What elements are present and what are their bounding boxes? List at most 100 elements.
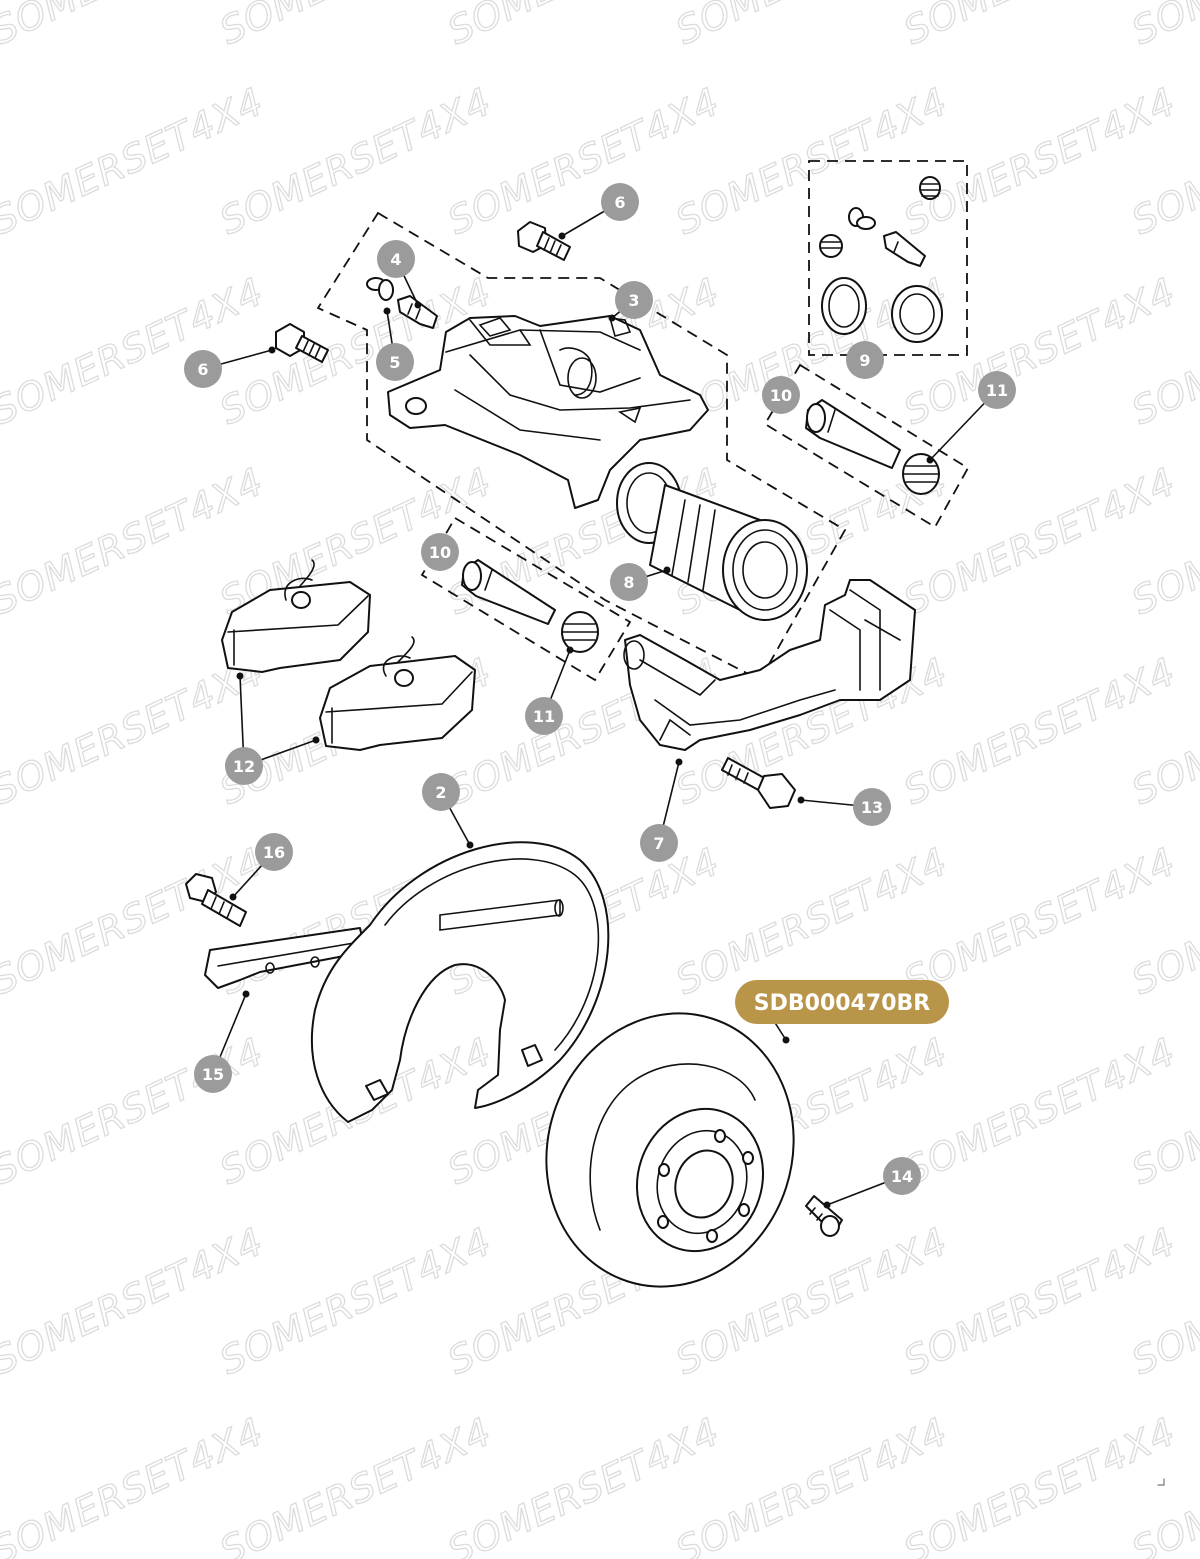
leader-dot xyxy=(268,346,276,354)
callout-label: 9 xyxy=(859,351,870,370)
guide-pin-boot-lower xyxy=(561,611,599,653)
caliper-carrier xyxy=(623,579,916,751)
callout-circle xyxy=(377,240,415,278)
leader-dot xyxy=(566,646,574,654)
leader-dot xyxy=(675,758,683,766)
caliper-housing xyxy=(387,315,709,509)
callout-label: 10 xyxy=(429,543,451,562)
brake-pad-front xyxy=(319,636,476,751)
callout-circle xyxy=(883,1157,921,1195)
callout-15: 15 xyxy=(194,1055,232,1093)
leader-dot xyxy=(236,672,244,680)
bleed-screw-cap xyxy=(366,277,394,301)
callout-layer: 6 6 4 5 3 9 10 11 10 8 11 12 2 7 13 16 15 14 xyxy=(184,183,1016,1195)
caliper-bolt-left xyxy=(275,323,329,363)
callout-label: 10 xyxy=(770,386,792,405)
leader-dot xyxy=(466,841,474,849)
caliper-piston xyxy=(616,462,808,621)
callout-16: 16 xyxy=(255,833,293,871)
callout-11: 11 xyxy=(978,371,1016,409)
callout-label: 16 xyxy=(263,843,285,862)
callout-label: 4 xyxy=(390,250,401,269)
callout-7: 7 xyxy=(640,824,678,862)
callout-9: 9 xyxy=(846,341,884,379)
callout-circle xyxy=(194,1055,232,1093)
leader-dot xyxy=(229,893,237,901)
leader-dot xyxy=(242,990,250,998)
callout-6: 6 xyxy=(601,183,639,221)
reference-badge-background xyxy=(735,980,949,1024)
reference-code: SDB000470BR xyxy=(754,991,930,1016)
callout-circle xyxy=(762,376,800,414)
watermark-text: SOMERSET4X4 xyxy=(1125,0,1200,53)
callout-circle xyxy=(610,563,648,601)
callout-label: 11 xyxy=(533,707,555,726)
callout-10: 10 xyxy=(421,533,459,571)
carrier-bolt xyxy=(721,757,796,809)
callout-label: 7 xyxy=(653,834,664,853)
leader-dot xyxy=(797,796,805,804)
callout-4: 4 xyxy=(377,240,415,278)
callout-label: 15 xyxy=(202,1065,224,1084)
brake-disc xyxy=(545,1012,795,1288)
seal-kit-dashed-box xyxy=(808,160,968,356)
callout-label: 8 xyxy=(623,573,634,592)
callout-label: 6 xyxy=(614,193,625,212)
reference-badge: SDB000470BR xyxy=(735,980,949,1044)
callout-circle xyxy=(421,533,459,571)
callout-2: 2 xyxy=(422,773,460,811)
callout-circle xyxy=(601,183,639,221)
leader-dot xyxy=(383,307,391,315)
callout-circle xyxy=(853,788,891,826)
guide-pin-boot-upper xyxy=(902,453,940,495)
callout-14: 14 xyxy=(883,1157,921,1195)
callout-circle xyxy=(846,341,884,379)
brake-pad-rear xyxy=(221,559,371,673)
leader-dot xyxy=(608,314,616,322)
caliper-kit-dashed-box xyxy=(316,211,847,682)
callout-circle xyxy=(376,343,414,381)
callout-circle xyxy=(978,371,1016,409)
callout-3: 3 xyxy=(615,281,653,319)
shield-bolt xyxy=(185,873,247,927)
dust-shield xyxy=(311,841,610,1123)
callout-circle xyxy=(422,773,460,811)
callout-circle xyxy=(525,697,563,735)
callout-13: 13 xyxy=(853,788,891,826)
callout-circle xyxy=(255,833,293,871)
seal-kit-parts xyxy=(819,176,943,343)
callout-label: 14 xyxy=(891,1167,913,1186)
callout-label: 12 xyxy=(233,757,255,776)
callout-10: 10 xyxy=(762,376,800,414)
callout-label: 3 xyxy=(628,291,639,310)
callout-circle xyxy=(184,350,222,388)
callout-5: 5 xyxy=(376,343,414,381)
callout-8: 8 xyxy=(610,563,648,601)
corner-mark xyxy=(1157,1478,1165,1486)
callout-label: 5 xyxy=(389,353,400,372)
leader-dot xyxy=(558,232,566,240)
caliper-bolt-upper xyxy=(517,221,571,261)
callout-11: 11 xyxy=(525,697,563,735)
guide-pin-upper xyxy=(805,399,901,469)
disc-retaining-screw xyxy=(805,1195,843,1237)
callout-circle xyxy=(615,281,653,319)
bleed-screw xyxy=(397,295,438,329)
callout-label: 11 xyxy=(986,381,1008,400)
callout-6: 6 xyxy=(184,350,222,388)
leader-dot xyxy=(312,736,320,744)
leader-dot xyxy=(414,301,422,309)
leader-dot xyxy=(823,1201,831,1209)
callout-label: 13 xyxy=(861,798,883,817)
shield-bracket xyxy=(204,927,366,989)
callout-label: 6 xyxy=(197,360,208,379)
callout-circle xyxy=(225,747,263,785)
callout-circle xyxy=(640,824,678,862)
callout-label: 2 xyxy=(435,783,446,802)
callout-12: 12 xyxy=(225,747,263,785)
leader-dot xyxy=(926,456,934,464)
guide-pin-lower xyxy=(461,559,556,625)
leader-dot xyxy=(663,566,671,574)
